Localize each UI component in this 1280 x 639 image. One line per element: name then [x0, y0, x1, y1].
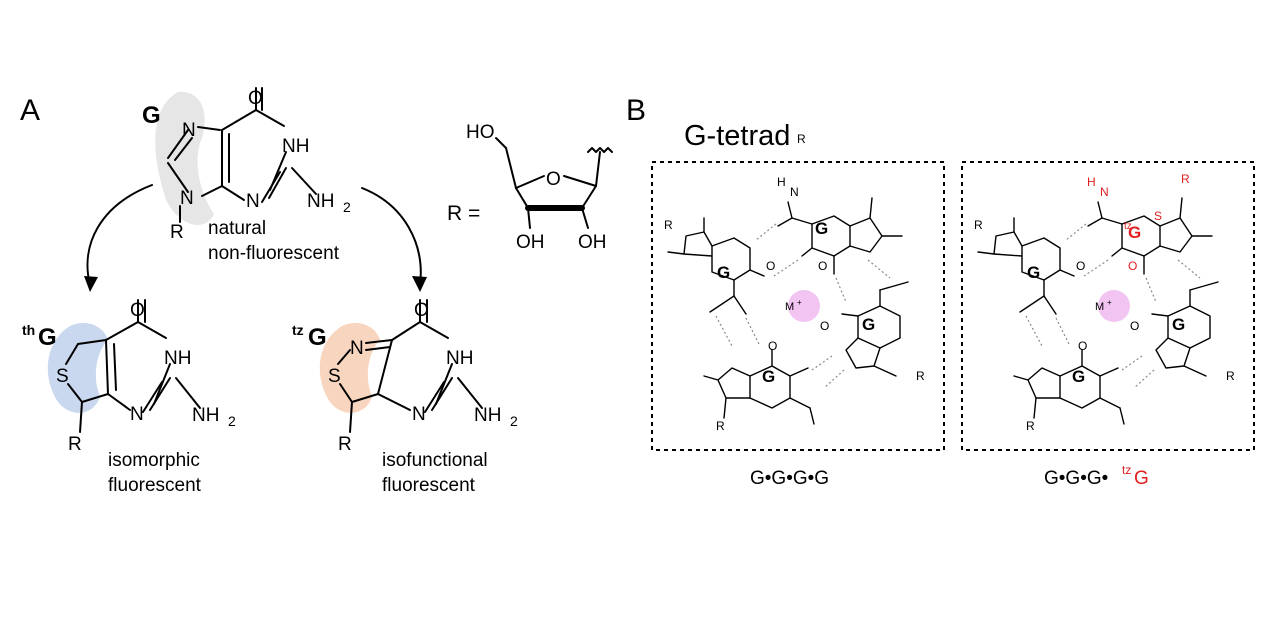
- tr-g-left: G: [1027, 263, 1040, 282]
- ribose-structure: R = O HO OH OH: [447, 122, 613, 253]
- tl-o-right: O: [820, 319, 829, 333]
- tetrad-right-labels: R H N S tz G G G G M + R R R O O O O: [974, 172, 1235, 433]
- panel-b-label: B: [626, 94, 646, 127]
- caption-right-last: G: [1134, 468, 1149, 489]
- arrow-right: [361, 187, 422, 286]
- tr-r-right: R: [1226, 369, 1235, 383]
- thg-name: G: [38, 324, 57, 351]
- ribose-atom-oh-3: OH: [578, 232, 607, 253]
- tr-g-right: G: [1172, 315, 1185, 334]
- thg-structure: th G S O NH N NH 2 R isomorphic fluoresc…: [22, 299, 236, 496]
- tr-r-top: R: [1181, 172, 1190, 186]
- tzg-atom-r: R: [338, 434, 352, 455]
- atom-sub2: 2: [343, 199, 351, 215]
- thg-atom-o: O: [130, 300, 145, 321]
- caption-right-sup: tz: [1122, 463, 1131, 477]
- tl-g-top: G: [815, 219, 828, 238]
- tr-g-top: G: [1128, 223, 1141, 242]
- guanine-desc-1: natural: [208, 218, 266, 239]
- tr-tz-sup: tz: [1124, 221, 1132, 232]
- ribose-atom-o: O: [546, 169, 561, 190]
- guanine-name: G: [142, 102, 161, 129]
- arrow-left-head: [84, 276, 98, 292]
- ribose-atom-oh-2: OH: [516, 232, 545, 253]
- tl-g-left: G: [717, 263, 730, 282]
- tzg-atom-n: N: [412, 404, 426, 425]
- tr-r-bottom: R: [1026, 419, 1035, 433]
- caption-left: G•G•G•G: [750, 468, 829, 489]
- thg-atom-nh: NH: [164, 348, 191, 369]
- caption-right-prefix: G•G•G•: [1044, 468, 1108, 489]
- tzg-name: G: [308, 324, 327, 351]
- tr-o-bottom: O: [1078, 339, 1087, 353]
- tl-g-right: G: [862, 315, 875, 334]
- g-tetrad-title: G-tetrad: [684, 120, 790, 152]
- tzg-sup: tz: [292, 322, 304, 338]
- tr-g-bottom: G: [1072, 367, 1085, 386]
- atom-r: R: [170, 222, 184, 243]
- thg-desc-1: isomorphic: [108, 450, 200, 471]
- tl-o-top: O: [818, 259, 827, 273]
- tl-r-bottom: R: [716, 419, 725, 433]
- atom-o6: O: [248, 88, 263, 109]
- atom-n7: N: [182, 120, 196, 141]
- tetrad-box-left: [651, 161, 945, 451]
- thg-atom-n: N: [130, 404, 144, 425]
- tr-r-left: R: [974, 218, 983, 232]
- tzg-desc-1: isofunctional: [382, 450, 488, 471]
- thg-atom-s: S: [56, 366, 69, 387]
- tr-o-left: O: [1076, 259, 1085, 273]
- tzg-atom-sub2: 2: [510, 413, 518, 429]
- tr-o-top: O: [1128, 259, 1137, 273]
- tzg-structure: tz G N S O NH N NH 2 R isofunctional flu…: [292, 299, 518, 496]
- guanine-structure: G N O NH N N NH 2 R natural non-fluoresc…: [142, 87, 351, 264]
- tzg-atom-s: S: [328, 366, 341, 387]
- thg-highlight: [47, 322, 108, 413]
- tr-metal-charge: +: [1107, 298, 1112, 307]
- atom-n1h: NH: [282, 136, 309, 157]
- ribose-attachment: [587, 147, 613, 153]
- tr-h: H: [1087, 175, 1096, 189]
- thg-sup: th: [22, 322, 35, 338]
- tl-r-top: R: [797, 132, 806, 146]
- arrow-right-head: [412, 276, 427, 292]
- guanine-desc-2: non-fluorescent: [208, 243, 340, 264]
- panel-a-label: A: [20, 94, 40, 127]
- tl-o-bottom: O: [768, 339, 777, 353]
- tr-o-right: O: [1130, 319, 1139, 333]
- tr-n: N: [1100, 185, 1109, 199]
- tl-n: N: [790, 185, 799, 199]
- ribose-label: R =: [447, 202, 480, 225]
- tl-g-bottom: G: [762, 367, 775, 386]
- thg-atom-nh2: NH: [192, 405, 219, 426]
- tzg-atom-nh: NH: [446, 348, 473, 369]
- atom-n9: N: [180, 188, 194, 209]
- tl-r-right: R: [916, 369, 925, 383]
- tr-s: S: [1154, 209, 1162, 223]
- atom-nh2: NH: [307, 191, 334, 212]
- tzg-atom-o: O: [414, 300, 429, 321]
- atom-n3: N: [246, 191, 260, 212]
- tl-o-left: O: [766, 259, 775, 273]
- tetrad-left-labels: R H N G G G G M + R R R O O O O: [664, 132, 925, 433]
- tetrad-box-right: [961, 161, 1255, 451]
- tr-metal: M: [1095, 301, 1104, 313]
- thg-desc-2: fluorescent: [108, 475, 202, 496]
- tzg-atom-n-ring: N: [350, 338, 364, 359]
- tl-r-left: R: [664, 218, 673, 232]
- guanine-highlight: [155, 91, 214, 225]
- tl-metal: M: [785, 301, 794, 313]
- thg-atom-sub2: 2: [228, 413, 236, 429]
- tzg-highlight: [319, 322, 380, 413]
- tzg-desc-2: fluorescent: [382, 475, 476, 496]
- tl-h: H: [777, 175, 786, 189]
- thg-atom-r: R: [68, 434, 82, 455]
- ribose-atom-ho: HO: [466, 122, 495, 143]
- tzg-atom-nh2: NH: [474, 405, 501, 426]
- arrow-left: [86, 184, 153, 286]
- tl-metal-charge: +: [797, 298, 802, 307]
